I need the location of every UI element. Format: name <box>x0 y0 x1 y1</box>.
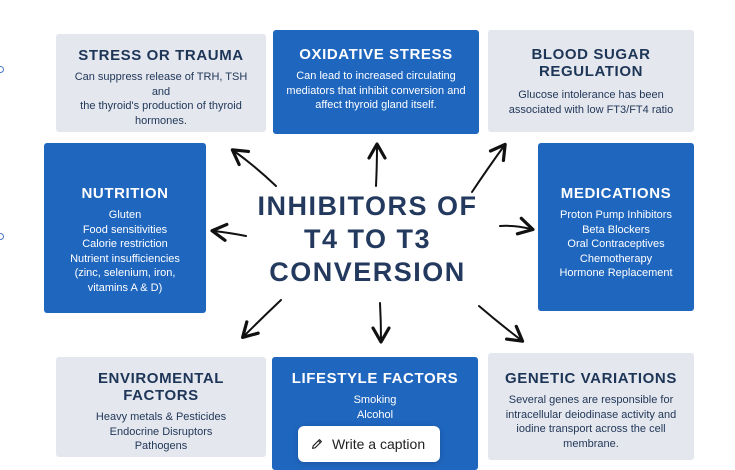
genetic-box: GENETIC VARIATIONS Several genes are res… <box>488 353 694 460</box>
genetic-line-3: iodine transport across the cell <box>516 423 666 435</box>
oxidative-line-3: affect thyroid gland itself. <box>315 99 437 111</box>
lifestyle-line-2: Alcohol <box>356 408 394 421</box>
arrow-to-lifestyle <box>371 302 391 344</box>
nutrition-line-4: Nutrient insufficiencies <box>70 252 180 265</box>
environmental-title: ENVIROMENTAL FACTORS <box>97 370 225 404</box>
selection-handle-left-top[interactable] <box>0 66 4 73</box>
nutrition-line-2: Food sensitivities <box>82 223 168 236</box>
arrow-to-blood-sugar <box>471 142 507 193</box>
environmental-line-3: Pathogens <box>134 440 188 452</box>
oxidative-stress-title: OXIDATIVE STRESS <box>299 46 453 63</box>
arrow-to-environmental <box>240 299 282 340</box>
genetic-line-4: membrane. <box>563 437 619 450</box>
main-title: INHIBITORS OF T4 TO T3 CONVERSION <box>255 190 480 289</box>
pencil-icon <box>312 439 322 449</box>
genetic-line-1: Several genes are responsible for <box>508 394 674 406</box>
oxidative-stress-box: OXIDATIVE STRESS Can lead to increased c… <box>273 30 479 134</box>
stress-line-3: hormones. <box>135 114 187 127</box>
genetic-title: GENETIC VARIATIONS <box>505 370 677 387</box>
medications-line-2: Beta Blockers <box>582 223 650 236</box>
arrow-to-genetic <box>478 305 525 343</box>
medications-line-5: Hormone Replacement <box>559 267 673 279</box>
blood-sugar-title-line-1: BLOOD SUGAR <box>531 46 651 63</box>
selection-handle-left-mid[interactable] <box>0 233 4 240</box>
lifestyle-line-1: Smoking <box>353 394 397 406</box>
blood-sugar-line-2: associated with low FT3/FT4 ratio <box>508 103 674 116</box>
medications-line-1: Proton Pump Inhibitors <box>560 209 672 221</box>
oxidative-line-1: Can lead to increased circulating <box>296 70 456 82</box>
stress-line-2: the thyroid's production of thyroid <box>80 100 242 112</box>
blood-sugar-title-line-2: REGULATION <box>538 63 644 80</box>
arrow-to-stress <box>230 148 277 187</box>
main-title-line-2: T4 TO T3 <box>303 224 432 254</box>
environmental-line-2: Endocrine Disruptors <box>109 425 213 438</box>
arrow-to-nutrition <box>210 222 247 242</box>
environmental-line-1: Heavy metals & Pesticides <box>95 411 227 423</box>
medications-box: MEDICATIONS Proton Pump Inhibitors Beta … <box>538 143 694 311</box>
blood-sugar-box: BLOOD SUGAR REGULATION Glucose intoleran… <box>488 30 694 132</box>
nutrition-line-1: Gluten <box>108 209 142 221</box>
lifestyle-title: LIFESTYLE FACTORS <box>291 370 459 387</box>
environmental-box: ENVIROMENTAL FACTORS Heavy metals & Pest… <box>56 357 266 457</box>
main-title-line-3: CONVERSION <box>269 257 466 287</box>
medications-line-3: Oral Contraceptives <box>567 238 665 250</box>
write-caption-label: Write a caption <box>332 436 426 452</box>
nutrition-box: NUTRITION Gluten Food sensitivities Calo… <box>44 143 206 313</box>
write-caption-button[interactable]: Write a caption <box>298 426 440 462</box>
nutrition-line-5: (zinc, selenium, iron, <box>74 267 176 279</box>
stress-trauma-title: STRESS OR TRAUMA <box>78 47 244 64</box>
oxidative-line-2: mediators that inhibit conversion and <box>286 84 466 97</box>
main-title-line-1: INHIBITORS OF <box>257 191 478 221</box>
arrow-to-medications <box>499 216 535 236</box>
nutrition-line-3: Calorie restriction <box>82 238 168 250</box>
medications-line-4: Chemotherapy <box>579 252 653 265</box>
arrow-to-oxidative <box>367 142 387 187</box>
nutrition-line-6: vitamins A & D) <box>87 281 163 294</box>
blood-sugar-line-1: Glucose intolerance has been <box>518 89 664 101</box>
stress-trauma-box: STRESS OR TRAUMA Can suppress release of… <box>56 34 266 132</box>
nutrition-title: NUTRITION <box>81 185 169 202</box>
medications-title: MEDICATIONS <box>560 185 672 202</box>
genetic-line-2: intracellular deiodinase activity and <box>505 408 677 421</box>
stress-line-1: Can suppress release of TRH, TSH and <box>74 71 248 98</box>
